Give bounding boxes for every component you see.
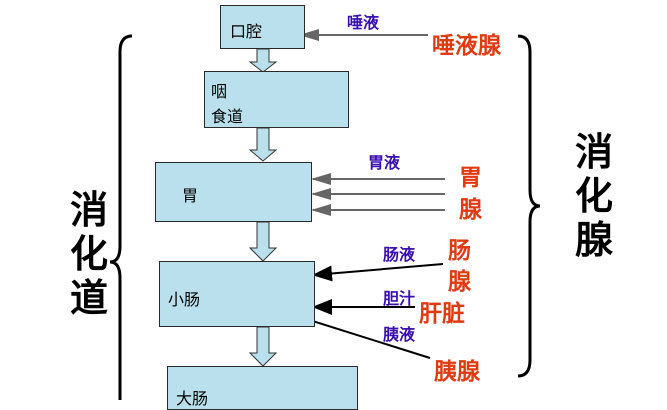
flow-arrow-small-large — [248, 326, 278, 367]
right-brace — [517, 34, 541, 378]
organ-label-mouth: 口腔 — [230, 22, 263, 41]
organ-label-esophagus: 食道 — [211, 107, 244, 126]
left-brace — [109, 34, 133, 400]
juice-label-intestinal: 肠液 — [383, 245, 416, 264]
gland-label-salivary: 唾液腺 — [432, 33, 501, 59]
juice-label-saliva: 唾液 — [347, 13, 380, 32]
organ-label-stomach: 胃 — [182, 186, 199, 205]
organ-box-mouth: 口腔 — [220, 5, 305, 49]
juice-label-bile: 胆汁 — [383, 289, 416, 308]
gland-label-liver: 肝脏 — [419, 301, 465, 327]
organ-label-pharynx: 咽 — [211, 82, 228, 101]
gland-label-intestinal-2: 腺 — [448, 269, 471, 295]
intestinal-juice-arrow — [312, 263, 444, 282]
gland-label-intestinal-1: 肠 — [448, 238, 471, 264]
gland-label-gastric-2: 腺 — [459, 197, 482, 223]
title-glands-char-2: 化 — [574, 174, 613, 218]
organ-box-stomach: 胃 — [155, 162, 312, 222]
title-tract-char-2: 化 — [69, 232, 108, 276]
title-tract-char-3: 道 — [69, 276, 108, 320]
juice-label-gastric: 胃液 — [368, 153, 401, 172]
gland-label-pancreas: 胰腺 — [434, 359, 480, 385]
organ-box-pharynx-esophagus: 咽 食道 — [204, 71, 349, 128]
flow-arrow-mouth-pharynx — [248, 48, 278, 73]
gland-label-gastric-1: 胃 — [459, 165, 482, 191]
title-digestive-glands: 消 化 腺 — [572, 130, 616, 262]
title-tract-char-1: 消 — [69, 188, 108, 232]
juice-label-pancreatic: 胰液 — [383, 325, 416, 344]
organ-box-large-intestine: 大肠 — [167, 366, 358, 410]
flow-arrow-pharynx-stomach — [248, 127, 278, 162]
organ-label-small-intestine: 小肠 — [168, 290, 201, 309]
title-glands-char-3: 腺 — [574, 218, 613, 262]
diagram-canvas — [109, 29, 541, 400]
flow-arrow-stomach-small — [248, 221, 278, 262]
organ-box-small-intestine: 小肠 — [159, 261, 315, 327]
organ-label-large-intestine: 大肠 — [176, 389, 209, 408]
title-digestive-tract: 消 化 道 — [67, 188, 111, 320]
title-glands-char-1: 消 — [574, 130, 613, 174]
